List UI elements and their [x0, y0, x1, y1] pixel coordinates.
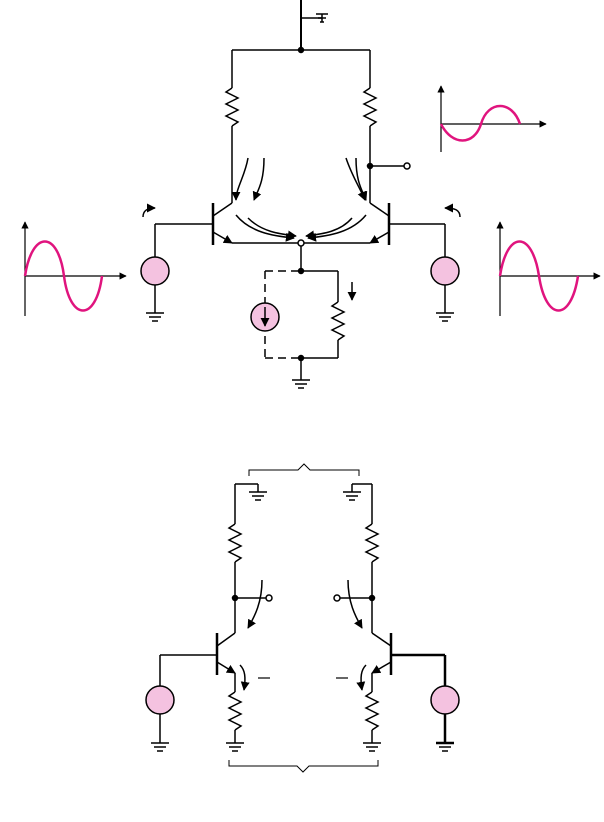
right-half	[334, 484, 459, 751]
ground-icon	[146, 313, 164, 321]
resistor-icon	[229, 692, 241, 730]
right-input-sine	[500, 222, 600, 316]
resistor-icon	[332, 302, 344, 340]
ground-icon	[249, 484, 267, 500]
current-arrow-icon	[348, 580, 362, 628]
resistor-icon	[226, 88, 238, 126]
npn-transistor-icon	[213, 203, 232, 245]
npn-transistor-icon	[217, 633, 235, 675]
ground-icon	[151, 743, 169, 751]
current-arrow-icon	[248, 218, 296, 236]
resistor-icon	[366, 692, 378, 730]
ground-icon	[301, 0, 328, 22]
output-sine	[441, 86, 546, 152]
current-arrow-icon	[248, 580, 262, 628]
output-terminal-icon	[404, 163, 410, 169]
current-arrow-icon	[306, 218, 352, 236]
left-half	[146, 484, 272, 751]
resistor-icon	[229, 524, 241, 562]
top-circuit	[141, 0, 460, 388]
current-arrow-icon	[356, 158, 366, 200]
brace-icon	[249, 464, 359, 476]
sine-wave-icon	[441, 106, 520, 141]
ground-icon	[292, 358, 310, 388]
current-source-icon	[251, 303, 279, 331]
voltage-source-icon	[141, 257, 169, 285]
ground-icon	[343, 484, 361, 500]
resistor-icon	[366, 524, 378, 562]
ground-icon	[363, 743, 381, 751]
current-arrow-icon	[236, 158, 248, 200]
ground-icon	[436, 743, 454, 751]
resistor-icon	[364, 88, 376, 126]
current-arrow-icon	[143, 208, 155, 217]
voltage-source-icon	[431, 686, 459, 714]
npn-transistor-icon	[370, 203, 389, 245]
current-arrow-icon	[361, 665, 366, 690]
voltage-source-icon	[146, 686, 174, 714]
current-arrow-icon	[254, 158, 264, 200]
bottom-circuit	[146, 464, 459, 772]
voltage-source-icon	[431, 257, 459, 285]
output-terminal-icon	[266, 595, 272, 601]
current-arrow-icon	[445, 208, 460, 217]
ground-icon	[226, 743, 244, 751]
left-input-sine	[25, 222, 126, 316]
npn-transistor-icon	[372, 633, 391, 675]
brace-icon	[229, 760, 378, 772]
current-arrow-icon	[240, 665, 245, 690]
ground-icon	[436, 313, 454, 321]
output-terminal-icon	[334, 595, 340, 601]
